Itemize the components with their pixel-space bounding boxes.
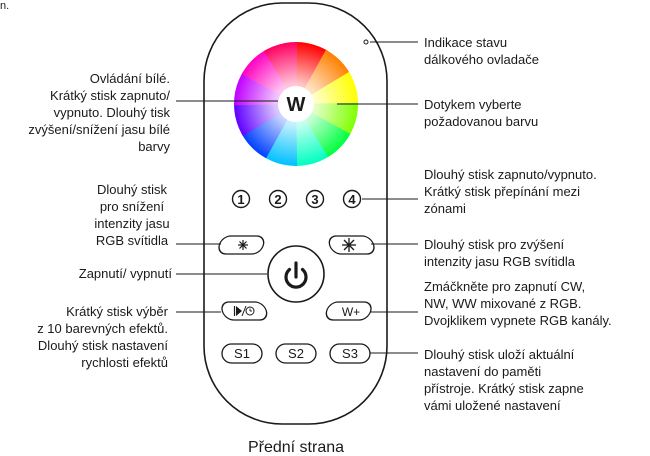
corner-mark: n. — [0, 0, 10, 12]
white-button-label: W — [287, 94, 306, 116]
zone-button-4[interactable]: 4 — [342, 189, 362, 209]
zone-button-2[interactable]: 2 — [268, 189, 288, 209]
callout-w-plus: Zmáčkněte pro zapnutí CW, NW, WW mixovan… — [424, 279, 612, 328]
callout-color: Dotykem vyberte požadovanou barvu — [424, 97, 539, 129]
footer-label: Přední strana — [248, 439, 344, 456]
zone-button-label: 3 — [311, 192, 318, 207]
leader-lines — [176, 41, 418, 354]
scene-button-s3[interactable]: S3 — [329, 343, 371, 364]
callout-indicator: Indikace stavu dálkového ovladače — [424, 35, 539, 67]
scene-button-label: S3 — [342, 346, 358, 361]
sun-large-icon — [342, 238, 356, 252]
callout-brightness-down: Dlouhý stisk pro snížení intenzity jasu … — [94, 182, 170, 248]
callout-white: Ovládání bílé. Krátký stisk zapnuto/ vyp… — [28, 71, 170, 154]
zone-button-label: 1 — [237, 192, 244, 207]
scene-button-s2[interactable]: S2 — [275, 343, 317, 364]
callout-brightness-up: Dlouhý stisk pro zvýšení intenzity jasu … — [424, 237, 576, 269]
callout-effects: Krátký stisk výběr z 10 barevných efektů… — [37, 304, 168, 370]
zone-button-1[interactable]: 1 — [231, 189, 251, 209]
power-icon — [284, 261, 308, 289]
w-plus-button[interactable] — [324, 301, 373, 321]
zone-button-3[interactable]: 3 — [305, 189, 325, 209]
white-button[interactable] — [278, 86, 314, 122]
sun-small-icon — [238, 240, 248, 250]
scene-button-label: S2 — [288, 346, 304, 361]
status-indicator — [363, 39, 369, 45]
w-plus-label: W+ — [342, 305, 360, 319]
play-pause-icon — [233, 305, 255, 317]
scene-button-label: S1 — [234, 346, 250, 361]
zone-button-label: 4 — [348, 192, 356, 207]
zone-button-label: 2 — [274, 192, 281, 207]
callout-power: Zapnutí/ vypnutí — [78, 266, 172, 281]
callout-scenes: Dlouhý stisk uloží aktuální nastavení do… — [424, 347, 584, 413]
callout-zones: Dlouhý stisk zapnuto/vypnuto. Krátký sti… — [424, 167, 597, 216]
scene-button-s1[interactable]: S1 — [221, 343, 263, 364]
